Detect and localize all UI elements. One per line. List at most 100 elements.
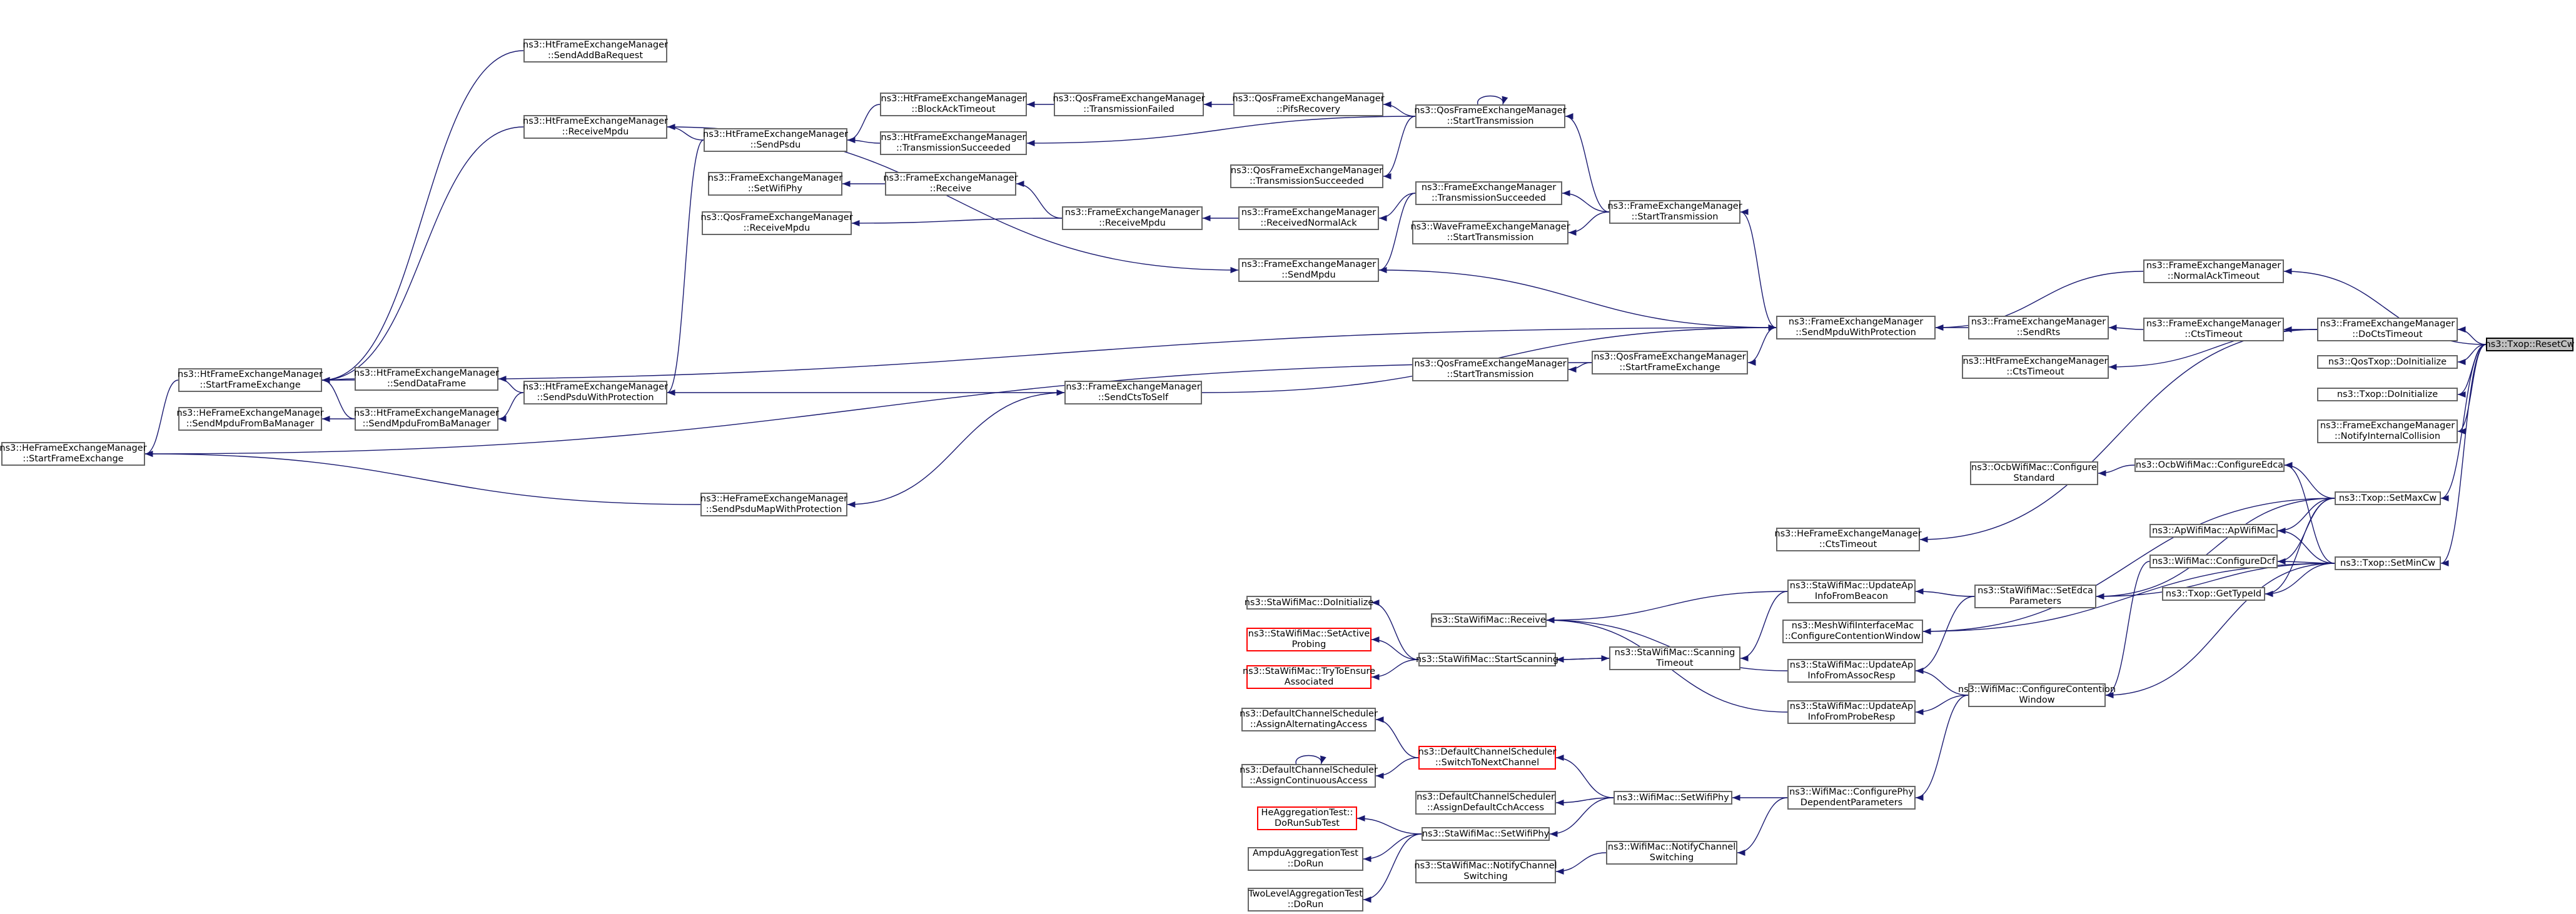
graph-node-label: ns3::HtFrameExchangeManager ::SendPsduWi… xyxy=(523,382,668,403)
graph-edge xyxy=(144,379,179,457)
graph-node-label: ns3::HtFrameExchangeManager ::SendAddBaR… xyxy=(523,40,668,61)
graph-edge xyxy=(2096,498,2335,600)
graph-node-htReceiveMpdu[interactable]: ns3::HtFrameExchangeManager ::ReceiveMpd… xyxy=(523,115,668,139)
graph-node-ocbConfigEdca[interactable]: ns3::OcbWifiMac::ConfigureEdca xyxy=(2134,458,2285,472)
graph-node-label: ns3::HtFrameExchangeManager ::CtsTimeout xyxy=(1962,356,2108,377)
graph-edge xyxy=(1378,193,1416,273)
graph-node-staUpdApAssoc[interactable]: ns3::StaWifiMac::UpdateAp InfoFromAssocR… xyxy=(1787,659,1916,683)
graph-edge xyxy=(2284,461,2335,499)
graph-node-qosTxSucc[interactable]: ns3::QosFrameExchangeManager ::Transmiss… xyxy=(1230,164,1383,188)
graph-node-htBlockAckTO[interactable]: ns3::HtFrameExchangeManager ::BlockAckTi… xyxy=(880,93,1027,116)
graph-edge xyxy=(321,376,355,419)
graph-node-label: ns3::StaWifiMac::Receive xyxy=(1432,615,1546,625)
graph-node-wifiConfigPhy[interactable]: ns3::WifiMac::ConfigurePhy DependentPara… xyxy=(1787,786,1916,810)
graph-edge xyxy=(1546,616,1788,671)
graph-node-label: ns3::DefaultChannelScheduler ::AssignCon… xyxy=(1240,765,1378,786)
graph-node-heStartFE[interactable]: ns3::HeFrameExchangeManager ::StartFrame… xyxy=(0,442,147,466)
graph-node-qosStartFE[interactable]: ns3::QosFrameExchangeManager ::StartFram… xyxy=(1592,351,1748,374)
graph-node-label: ns3::Txop::SetMinCw xyxy=(2340,558,2436,568)
graph-node-setMinCw[interactable]: ns3::Txop::SetMinCw xyxy=(2335,556,2441,570)
graph-node-ocbConfigStd[interactable]: ns3::OcbWifiMac::Configure Standard xyxy=(1970,461,2098,485)
graph-node-dcsAssignCont[interactable]: ns3::DefaultChannelScheduler ::AssignCon… xyxy=(1240,764,1378,788)
graph-node-htSendPsdu[interactable]: ns3::HtFrameExchangeManager ::SendPsdu xyxy=(703,128,848,152)
graph-node-label: ns3::FrameExchangeManager ::SendCtsToSel… xyxy=(1066,382,1201,403)
graph-node-twoLevelDoRun[interactable]: TwoLevelAggregationTest ::DoRun xyxy=(1248,888,1363,911)
graph-edge xyxy=(2105,563,2335,699)
graph-node-dcsAssignAlt[interactable]: ns3::DefaultChannelScheduler ::AssignAlt… xyxy=(1240,708,1378,731)
graph-node-htSendDataFrame[interactable]: ns3::HtFrameExchangeManager ::SendDataFr… xyxy=(354,367,499,391)
graph-node-heCtsTimeout[interactable]: ns3::HeFrameExchangeManager ::CtsTimeout xyxy=(1774,528,1922,551)
graph-node-label: TwoLevelAggregationTest ::DoRun xyxy=(1248,889,1363,910)
graph-node-qosStartTx1[interactable]: ns3::QosFrameExchangeManager ::StartTran… xyxy=(1414,104,1567,128)
graph-node-femSendMpdu[interactable]: ns3::FrameExchangeManager ::SendMpdu xyxy=(1238,258,1379,282)
graph-node-htTxSucc[interactable]: ns3::HtFrameExchangeManager ::Transmissi… xyxy=(880,131,1027,155)
graph-node-staNotifyCS[interactable]: ns3::StaWifiMac::NotifyChannel Switching xyxy=(1414,860,1557,883)
graph-node-qosTxFailed[interactable]: ns3::QosFrameExchangeManager ::Transmiss… xyxy=(1053,93,1205,116)
graph-node-sendRts[interactable]: ns3::FrameExchangeManager ::SendRts xyxy=(1968,316,2109,339)
graph-node-femSendCtsSelf[interactable]: ns3::FrameExchangeManager ::SendCtsToSel… xyxy=(1064,381,1202,404)
graph-node-wifiNotifyCS[interactable]: ns3::WifiMac::NotifyChannel Switching xyxy=(1606,841,1737,865)
graph-node-txopDoInit[interactable]: ns3::Txop::DoInitialize xyxy=(2317,388,2458,401)
graph-node-label: ns3::FrameExchangeManager ::Receive xyxy=(883,173,1018,194)
graph-node-wifiSetWifiPhy[interactable]: ns3::WifiMac::SetWifiPhy xyxy=(1614,791,1732,805)
graph-node-qosReceiveMpdu[interactable]: ns3::QosFrameExchangeManager ::ReceiveMp… xyxy=(700,211,853,235)
graph-node-root[interactable]: ns3::Txop::ResetCw xyxy=(2485,338,2575,351)
graph-node-htSendMpduFromBa[interactable]: ns3::HtFrameExchangeManager ::SendMpduFr… xyxy=(354,407,499,431)
graph-node-heSendPsduMap[interactable]: ns3::HeFrameExchangeManager ::SendPsduMa… xyxy=(700,493,847,516)
graph-node-label: ns3::HtFrameExchangeManager ::Transmissi… xyxy=(881,133,1026,153)
graph-edge xyxy=(1375,716,1419,758)
graph-node-heAggDoRunSub[interactable]: HeAggregationTest:: DoRunSubTest xyxy=(1257,806,1357,830)
graph-node-label: ns3::Txop::ResetCw xyxy=(2485,339,2575,349)
graph-node-wifiConfigCW[interactable]: ns3::WifiMac::ConfigureContention Window xyxy=(1958,683,2116,707)
graph-node-normalAckTO[interactable]: ns3::FrameExchangeManager ::NormalAckTim… xyxy=(2143,259,2284,283)
graph-node-doCts[interactable]: ns3::FrameExchangeManager ::DoCtsTimeout xyxy=(2317,318,2458,341)
graph-node-femTxSucc[interactable]: ns3::FrameExchangeManager ::Transmission… xyxy=(1415,181,1562,205)
graph-node-apWifiMac[interactable]: ns3::ApWifiMac::ApWifiMac xyxy=(2149,524,2278,538)
graph-node-ampduAggDoRun[interactable]: AmpduAggregationTest ::DoRun xyxy=(1248,847,1363,871)
graph-node-femRecvNormAck[interactable]: ns3::FrameExchangeManager ::ReceivedNorm… xyxy=(1238,206,1379,230)
graph-edge xyxy=(1555,754,1614,798)
graph-node-staUpdApProbe[interactable]: ns3::StaWifiMac::UpdateAp InfoFromProbeR… xyxy=(1787,700,1916,724)
graph-node-waveStartTx[interactable]: ns3::WaveFrameExchangeManager ::StartTra… xyxy=(1410,221,1570,244)
graph-node-femReceive[interactable]: ns3::FrameExchangeManager ::Receive xyxy=(883,172,1018,196)
graph-node-meshConfigCW[interactable]: ns3::MeshWifiInterfaceMac ::ConfigureCon… xyxy=(1782,620,1923,643)
graph-node-label: ns3::FrameExchangeManager ::CtsTimeout xyxy=(2146,319,2281,339)
graph-node-label: ns3::StaWifiMac::StartScanning xyxy=(1415,654,1559,665)
graph-node-qosDoInit[interactable]: ns3::QosTxop::DoInitialize xyxy=(2317,355,2458,369)
graph-node-heSendMpduFromBa[interactable]: ns3::HeFrameExchangeManager ::SendMpduFr… xyxy=(176,407,324,431)
graph-node-staDoInit[interactable]: ns3::StaWifiMac::DoInitialize xyxy=(1245,596,1373,610)
graph-node-femReceiveMpdu[interactable]: ns3::FrameExchangeManager ::ReceiveMpdu xyxy=(1062,206,1203,230)
graph-node-setMaxCw[interactable]: ns3::Txop::SetMaxCw xyxy=(2335,491,2441,505)
graph-node-staUpdApBeacon[interactable]: ns3::StaWifiMac::UpdateAp InfoFromBeacon xyxy=(1787,580,1916,603)
graph-node-wifiConfigDcf[interactable]: ns3::WifiMac::ConfigureDcf xyxy=(2149,555,2278,568)
graph-node-staStartScan[interactable]: ns3::StaWifiMac::StartScanning xyxy=(1415,653,1559,666)
graph-node-staTryEnsure[interactable]: ns3::StaWifiMac::TryToEnsure Associated xyxy=(1243,665,1375,689)
graph-node-label: ns3::WifiMac::ConfigureContention Window xyxy=(1957,685,2116,705)
graph-node-femSetWifiPhy[interactable]: ns3::FrameExchangeManager ::SetWifiPhy xyxy=(708,172,842,196)
graph-node-htCtsTimeout[interactable]: ns3::HtFrameExchangeManager ::CtsTimeout xyxy=(1962,355,2109,379)
graph-node-qosPifs[interactable]: ns3::QosFrameExchangeManager ::PifsRecov… xyxy=(1232,93,1385,116)
graph-node-htSendAddBa[interactable]: ns3::HtFrameExchangeManager ::SendAddBaR… xyxy=(523,39,668,63)
graph-node-femSendMpduProt[interactable]: ns3::FrameExchangeManager ::SendMpduWith… xyxy=(1776,316,1936,339)
graph-node-staSetWifiPhy[interactable]: ns3::StaWifiMac::SetWifiPhy xyxy=(1422,827,1550,841)
graph-node-staSetActiveProbing[interactable]: ns3::StaWifiMac::SetActive Probing xyxy=(1246,628,1371,651)
graph-node-htSendPsduProt[interactable]: ns3::HtFrameExchangeManager ::SendPsduWi… xyxy=(523,381,668,404)
graph-node-qosStartTx2[interactable]: ns3::QosFrameExchangeManager ::StartTran… xyxy=(1412,358,1568,381)
graph-node-dcsAssignDefault[interactable]: ns3::DefaultChannelScheduler ::AssignDef… xyxy=(1415,791,1556,815)
graph-node-notifyIntColl[interactable]: ns3::FrameExchangeManager ::NotifyIntern… xyxy=(2317,419,2458,443)
graph-node-staScanTO[interactable]: ns3::StaWifiMac::Scanning Timeout xyxy=(1609,646,1740,670)
graph-node-staReceive[interactable]: ns3::StaWifiMac::Receive xyxy=(1431,613,1547,627)
graph-node-txopGetTypeId[interactable]: ns3::Txop::GetTypeId xyxy=(2162,587,2265,601)
graph-edge xyxy=(2108,324,2144,331)
graph-edge xyxy=(1378,193,1416,222)
graph-node-staSetEdca[interactable]: ns3::StaWifiMac::SetEdca Parameters xyxy=(1974,585,2096,608)
graph-edge xyxy=(1546,591,1788,624)
graph-node-femStartTx[interactable]: ns3::FrameExchangeManager ::StartTransmi… xyxy=(1607,200,1742,224)
graph-node-label: ns3::FrameExchangeManager ::Transmission… xyxy=(1421,183,1557,203)
graph-node-dcsSwitchNext[interactable]: ns3::DefaultChannelScheduler ::SwitchToN… xyxy=(1418,746,1556,770)
graph-edge xyxy=(1295,755,1326,765)
graph-node-htStartFE[interactable]: ns3::HtFrameExchangeManager ::StartFrame… xyxy=(178,368,323,392)
graph-edge xyxy=(1915,596,1975,675)
graph-node-ctsTimeoutFem[interactable]: ns3::FrameExchangeManager ::CtsTimeout xyxy=(2143,318,2284,341)
graph-node-label: ns3::HtFrameExchangeManager ::ReceiveMpd… xyxy=(523,116,668,137)
